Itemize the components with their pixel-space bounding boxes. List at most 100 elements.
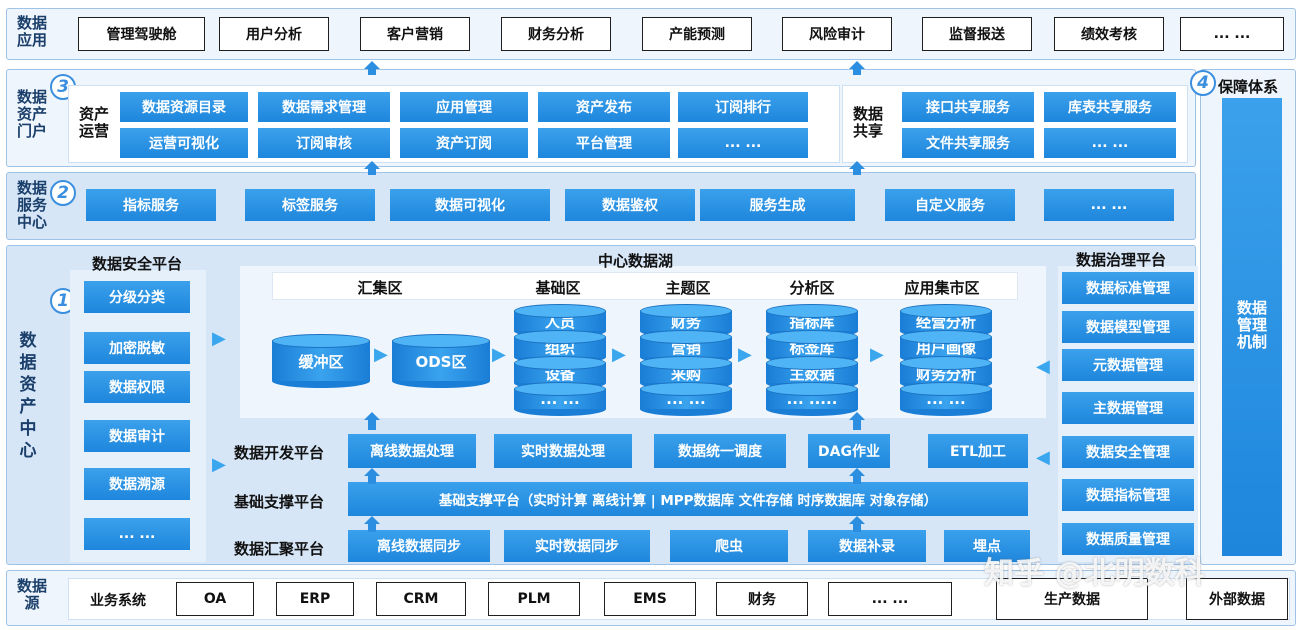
app-item: 管理驾驶舱 [78,17,205,51]
governance-item: 主数据管理 [1062,392,1194,424]
governance-item: 元数据管理 [1062,349,1194,381]
service-item: 数据可视化 [390,189,550,221]
arrow-up-icon [849,516,865,524]
arrow-up-icon [849,161,865,169]
security-panel [70,270,206,562]
asset-center-label: 数 据 资 产 中 心 [19,331,37,461]
base-cylinder: 组织 [514,330,606,364]
portal-share-item: 文件共享服务 [902,128,1034,158]
analysis-cylinder: ... ..... [766,382,858,416]
collect-item: 离线数据同步 [348,530,490,562]
portal-ops-item: 运营可视化 [120,128,248,158]
portal-ops-label: 资产 运营 [78,105,109,140]
service-number-badge: 2 [50,180,76,206]
topic-cylinder-top [640,330,732,344]
portal-ops-item: 资产订阅 [400,128,528,158]
app-item: ... ... [1180,17,1284,51]
dev-item: 数据统一调度 [654,434,786,468]
arrow-right-icon: ▶ [374,344,388,365]
lake-zone-header [272,272,1018,300]
mart-cylinder-top [900,382,992,396]
portal-share-item: ... ... [1044,128,1176,158]
arrow-right-icon: ▶ [870,344,884,365]
arrow-left-icon: ◀ [1036,447,1050,468]
service-item: 指标服务 [86,189,216,221]
lake-zone-label: 分析区 [789,279,835,297]
security-item: ... ... [84,518,190,550]
guarantee-number-badge: 4 [1190,70,1216,96]
collect-item: 爬虫 [670,530,788,562]
base-cylinder-top [514,382,606,396]
app-item: 财务分析 [501,17,611,51]
lake-zone-label: 汇集区 [357,279,403,297]
analysis-cylinder: 指标库 [766,304,858,338]
lake-zone-label: 主题区 [665,279,711,297]
arrow-up-icon-stem [368,169,376,175]
portal-label: 数据 资产 门户 [16,88,47,140]
dev-item: 离线数据处理 [348,434,476,468]
arrow-left-icon: ◀ [1036,356,1050,377]
portal-share-label: 数据 共享 [852,105,883,140]
arrow-up-icon [364,412,380,420]
app-item: 产能预测 [642,17,752,51]
infra-title: 基础支撑平台 [234,493,325,511]
governance-item: 数据安全管理 [1062,436,1194,468]
topic-cylinder: ... ... [640,382,732,416]
topic-cylinder-top [640,356,732,370]
portal-ops-item: 应用管理 [400,92,528,122]
infra-bar: 基础支撑平台（实时计算 离线计算 | MPP数据库 文件存储 时序数据库 对象存… [348,482,1028,516]
data-app-label: 数据 应用 [16,14,47,49]
security-item: 数据权限 [84,371,190,403]
portal-ops-item: 订阅审核 [258,128,390,158]
source-label: 数据 源 [16,577,47,612]
dev-title: 数据开发平台 [234,444,325,462]
analysis-cylinder-top [766,330,858,344]
ods-cylinder-top [392,334,490,348]
source-item: CRM [376,582,466,616]
governance-item: 数据模型管理 [1062,311,1194,343]
service-item: 服务生成 [700,189,855,221]
app-item: 用户分析 [219,17,329,51]
source-item: ... ... [828,582,952,616]
app-item: 客户营销 [360,17,470,51]
watermark: 知乎 @北明数科 [984,556,1205,591]
arrow-right-icon: ▶ [492,344,506,365]
arrow-up-icon-stem [853,169,861,175]
lake-title: 中心数据湖 [598,252,674,270]
arrow-up-icon-stem [853,476,861,484]
portal-ops-item: 数据需求管理 [258,92,390,122]
source-item: 外部数据 [1186,578,1288,620]
topic-cylinder-top [640,304,732,318]
arrow-up-icon [364,516,380,524]
service-item: 标签服务 [245,189,375,221]
service-label: 数据 服务 中心 [16,179,47,231]
portal-ops-item: 平台管理 [538,128,670,158]
governance-item: 数据指标管理 [1062,479,1194,511]
service-item: 自定义服务 [885,189,1015,221]
base-cylinder-top [514,304,606,318]
source-business-label: 业务系统 [90,593,146,609]
service-item: ... ... [1044,189,1174,221]
arrow-up-icon [364,161,380,169]
service-item: 数据鉴权 [565,189,695,221]
governance-title: 数据治理平台 [1076,251,1167,269]
arrow-up-icon [849,412,865,420]
arrow-up-icon-stem [368,69,376,75]
mart-cylinder-top [900,330,992,344]
app-item: 监督报送 [922,17,1032,51]
analysis-cylinder-top [766,356,858,370]
security-item: 加密脱敏 [84,332,190,364]
portal-ops-item: 数据资源目录 [120,92,248,122]
arrow-up-icon-stem [368,524,376,532]
arrow-up-icon-stem [368,476,376,484]
arrow-up-icon [364,468,380,476]
arrow-up-icon [849,61,865,69]
collect-title: 数据汇聚平台 [234,540,325,558]
collect-item: 数据补录 [808,530,926,562]
base-cylinder-top [514,356,606,370]
portal-share-item: 库表共享服务 [1044,92,1176,122]
governance-item: 数据质量管理 [1062,523,1194,555]
portal-share-item: 接口共享服务 [902,92,1034,122]
analysis-cylinder-top [766,382,858,396]
security-item: 数据溯源 [84,468,190,500]
